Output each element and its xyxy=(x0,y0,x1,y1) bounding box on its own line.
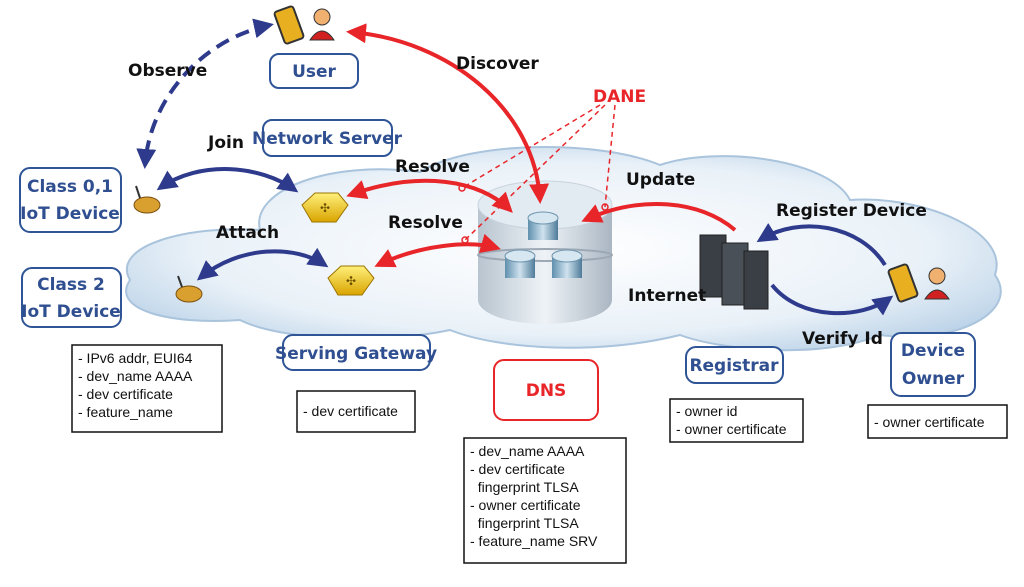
network-server-node: Network Server xyxy=(252,119,403,157)
attach-arrow xyxy=(196,247,329,281)
verify-id-label: Verify Id xyxy=(802,329,883,349)
update-arrow xyxy=(581,202,737,232)
internet-label: Internet xyxy=(628,286,706,306)
svg-text:- feature_name SRV: - feature_name SRV xyxy=(470,533,598,549)
svg-text:✣: ✣ xyxy=(320,201,330,215)
join-arrow xyxy=(156,167,299,193)
svg-text:- feature_name: - feature_name xyxy=(78,404,173,420)
resolve2-arrow xyxy=(374,233,501,268)
svg-text:DNS: DNS xyxy=(526,381,567,401)
dns-node: DNS xyxy=(493,359,599,421)
svg-text:- dev_name AAAA: - dev_name AAAA xyxy=(470,443,585,459)
svg-text:IoT Device: IoT Device xyxy=(21,302,121,322)
verify-id-arrow xyxy=(770,283,894,316)
class01-iot-device-icon xyxy=(133,185,161,214)
join-label: Join xyxy=(207,133,244,153)
svg-text:Class 2: Class 2 xyxy=(37,275,105,295)
svg-text:Device: Device xyxy=(901,341,965,361)
svg-text:fingerprint TLSA: fingerprint TLSA xyxy=(470,515,579,531)
discover-arrow xyxy=(346,23,550,204)
registrar-node: Registrar xyxy=(685,346,784,384)
owner-person-icon xyxy=(924,267,950,300)
svg-text:- owner id: - owner id xyxy=(676,403,737,419)
user-tablet-icon xyxy=(273,5,305,45)
registrar-server-rack-icon xyxy=(699,234,769,310)
svg-text:- IPv6 addr, EUI64: - IPv6 addr, EUI64 xyxy=(78,350,193,366)
svg-text:Registrar: Registrar xyxy=(689,356,779,376)
observe-arrow xyxy=(136,18,274,169)
user-person-icon xyxy=(309,8,335,41)
svg-text:Network Server: Network Server xyxy=(252,129,403,149)
svg-text:Owner: Owner xyxy=(902,369,965,389)
svg-text:User: User xyxy=(292,62,336,82)
svg-text:Serving Gateway: Serving Gateway xyxy=(275,344,437,364)
svg-text:- owner certificate: - owner certificate xyxy=(470,497,581,513)
svg-text:fingerprint TLSA: fingerprint TLSA xyxy=(470,479,579,495)
attach-label: Attach xyxy=(216,223,279,243)
svg-text:- owner certificate: - owner certificate xyxy=(874,414,985,430)
register-device-arrow xyxy=(756,223,887,267)
svg-text:IoT Device: IoT Device xyxy=(20,204,120,224)
svg-text:✣: ✣ xyxy=(346,274,356,288)
svg-text:- dev certificate: - dev certificate xyxy=(303,403,398,419)
dns-server-icon xyxy=(477,180,613,324)
user-node: User xyxy=(269,53,359,89)
owner-tablet-icon xyxy=(887,263,919,303)
discover-label: Discover xyxy=(456,54,539,74)
svg-text:Class 0,1: Class 0,1 xyxy=(27,177,113,197)
device-info-box: - IPv6 addr, EUI64 - dev_name AAAA - dev c… xyxy=(71,344,223,433)
resolve-label: Resolve xyxy=(388,213,463,233)
registrar-info-box: - owner id - owner certificate xyxy=(669,398,804,443)
class2-iot-device-node: Class 2 IoT Device xyxy=(21,267,122,328)
gateway-info-box: - dev certificate xyxy=(296,390,416,433)
update-label: Update xyxy=(626,170,695,190)
dane-lines xyxy=(458,104,616,244)
dane-label: DANE xyxy=(593,87,646,107)
owner-info-box: - owner certificate xyxy=(867,404,1008,439)
resolve-label: Resolve xyxy=(395,157,470,177)
svg-text:- dev_name AAAA: - dev_name AAAA xyxy=(78,368,193,384)
serving-gateway-node: Serving Gateway xyxy=(275,334,437,371)
class2-iot-device-icon xyxy=(175,275,203,303)
serving-gateway-chip-icon: ✣ xyxy=(327,265,375,296)
svg-text:- dev certificate: - dev certificate xyxy=(470,461,565,477)
resolve1-arrow xyxy=(346,178,513,213)
dns-info-box: - dev_name AAAA - dev certificate fingerp… xyxy=(463,437,627,564)
svg-text:- dev certificate: - dev certificate xyxy=(78,386,173,402)
observe-label: Observe xyxy=(128,61,207,81)
register-device-label: Register Device xyxy=(776,201,927,221)
svg-text:- owner certificate: - owner certificate xyxy=(676,421,787,437)
